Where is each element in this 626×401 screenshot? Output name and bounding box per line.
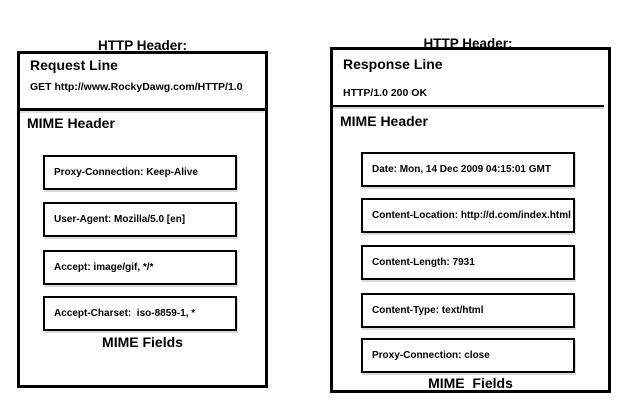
mime-field-text: Content-Type: text/html xyxy=(372,305,484,316)
title-line-1: HTTP Header: xyxy=(97,38,188,53)
section-divider xyxy=(333,105,604,107)
mime-field-text: Accept: image/gif, */* xyxy=(54,262,154,273)
mime-field-text: Proxy-Connection: close xyxy=(372,350,490,361)
mime-field-box: Accept-Charset: iso-8859-1, * xyxy=(43,296,237,331)
response-header-box: Response Line HTTP/1.0 200 OK MIME Heade… xyxy=(330,47,611,393)
mime-field-box: Date: Mon, 14 Dec 2009 04:15:01 GMT xyxy=(361,152,575,187)
response-line-heading: Response Line xyxy=(343,56,443,72)
response-header-panel: HTTP Header: Response Example Response L… xyxy=(313,0,626,401)
mime-field-box: Proxy-Connection: close xyxy=(361,338,575,373)
mime-field-text: User-Agent: Mozilla/5.0 [en] xyxy=(54,214,186,225)
mime-field-box: Content-Type: text/html xyxy=(361,293,575,328)
mime-header-heading: MIME Header xyxy=(27,115,115,131)
mime-field-box: Proxy-Connection: Keep-Alive xyxy=(43,155,237,190)
mime-fields-caption: MIME Fields xyxy=(428,375,513,391)
mime-field-box: Content-Location: http://d.com/index.htm… xyxy=(361,198,575,233)
request-header-panel: HTTP Header: Request Example Request Lin… xyxy=(17,38,268,388)
response-line-value: HTTP/1.0 200 OK xyxy=(343,87,428,99)
mime-header-heading: MIME Header xyxy=(340,113,428,129)
request-line-value: GET http://www.RockyDawg.com/HTTP/1.0 xyxy=(30,81,243,93)
mime-field-text: Proxy-Connection: Keep-Alive xyxy=(54,167,198,178)
mime-field-box: User-Agent: Mozilla/5.0 [en] xyxy=(43,202,237,237)
mime-field-box: Content-Length: 7931 xyxy=(361,245,575,280)
request-header-box: Request Line GET http://www.RockyDawg.co… xyxy=(17,51,268,388)
mime-field-text: Accept-Charset: iso-8859-1, * xyxy=(54,308,196,319)
section-divider xyxy=(20,108,265,111)
mime-field-text: Content-Length: 7931 xyxy=(372,257,475,268)
request-line-heading: Request Line xyxy=(30,57,118,73)
mime-fields-caption: MIME Fields xyxy=(102,334,183,350)
mime-field-text: Date: Mon, 14 Dec 2009 04:15:01 GMT xyxy=(372,164,551,175)
mime-field-box: Accept: image/gif, */* xyxy=(43,250,237,285)
mime-field-text: Content-Location: http://d.com/index.htm… xyxy=(372,210,571,221)
